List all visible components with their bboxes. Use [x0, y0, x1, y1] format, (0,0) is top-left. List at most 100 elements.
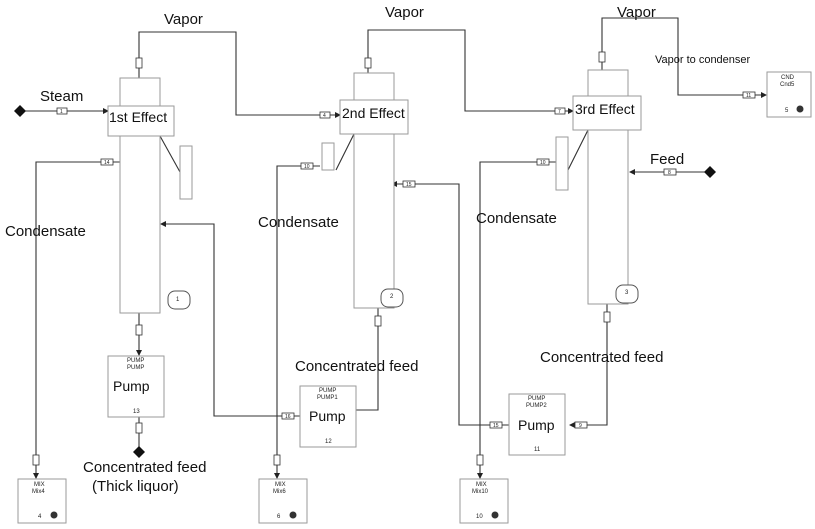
vapor-label-1: Vapor	[164, 11, 203, 28]
svg-text:PUMP1: PUMP1	[317, 395, 338, 401]
hx-connector-1	[159, 135, 181, 173]
heat-exchanger-3[interactable]	[555, 136, 569, 191]
svg-text:5: 5	[785, 108, 789, 114]
condenser-5[interactable]: CND Cnd5 5	[766, 71, 812, 118]
svg-text:MIX: MIX	[34, 482, 45, 488]
svg-text:Mix6: Mix6	[273, 489, 286, 495]
product-sink-diamond-icon[interactable]	[133, 446, 145, 458]
svg-text:PUMP: PUMP	[127, 365, 144, 371]
condensate-label-2: Condensate	[258, 214, 339, 231]
stream-tag-feed[interactable]: 8	[663, 168, 677, 176]
stream-tag-vertical[interactable]	[364, 57, 372, 69]
stream-tag-vertical[interactable]	[32, 454, 40, 466]
svg-text:11: 11	[534, 447, 541, 453]
svg-text:12: 12	[325, 439, 332, 445]
mixer-4[interactable]: MIX Mix4 4	[17, 478, 67, 524]
stream-tag-vertical[interactable]	[273, 454, 281, 466]
svg-text:6: 6	[277, 514, 281, 520]
svg-text:7: 7	[558, 109, 561, 115]
effect-3-label: 3rd Effect	[575, 101, 635, 117]
stream-tag-vapor-2[interactable]: 7	[554, 107, 566, 115]
effect-2[interactable]: 2nd Effect 2	[321, 72, 409, 309]
svg-text:9: 9	[579, 423, 582, 429]
pump-11[interactable]: PUMP PUMP2 Pump 11	[508, 393, 566, 456]
feed-source-diamond-icon[interactable]	[704, 166, 716, 178]
liquid-line-2-1[interactable]	[160, 221, 300, 417]
stream-tag-vapor-out[interactable]: 11	[742, 91, 756, 99]
vapor-to-condenser-label: Vapor to condenser	[655, 54, 751, 66]
svg-text:4: 4	[38, 514, 42, 520]
pump-12[interactable]: PUMP PUMP1 Pump 12	[299, 385, 357, 448]
svg-text:CND: CND	[781, 75, 795, 81]
stream-tag-vertical[interactable]	[598, 51, 606, 63]
condensate-line-1[interactable]	[33, 161, 120, 479]
stream-tag-liquid-3-2-b[interactable]: 15	[489, 421, 503, 429]
svg-text:Mix10: Mix10	[472, 489, 489, 495]
condensate-line-3[interactable]	[477, 161, 556, 479]
stream-tag-condensate-2[interactable]: 10	[300, 162, 314, 170]
stream-tag-vertical[interactable]	[135, 57, 143, 69]
svg-text:13: 13	[133, 409, 140, 415]
svg-text:15: 15	[493, 423, 499, 429]
effect-1-label: 1st Effect	[109, 109, 167, 125]
svg-text:11: 11	[746, 93, 751, 99]
svg-text:15: 15	[406, 182, 412, 188]
liquid-line-3-2[interactable]	[391, 181, 510, 426]
svg-text:10: 10	[304, 164, 310, 170]
svg-text:2: 2	[390, 294, 394, 300]
svg-text:PUMP2: PUMP2	[526, 403, 547, 409]
effect-1[interactable]: 1st Effect 1	[107, 77, 193, 314]
hx-connector-2	[335, 133, 355, 171]
svg-text:PUMP: PUMP	[528, 396, 545, 402]
hx-connector-3	[567, 129, 589, 171]
svg-text:PUMP: PUMP	[319, 388, 336, 394]
svg-text:10: 10	[476, 514, 483, 520]
svg-text:16: 16	[285, 414, 291, 420]
mixer-status-dot	[50, 511, 58, 519]
svg-text:MIX: MIX	[275, 482, 286, 488]
heat-exchanger-2[interactable]	[321, 142, 335, 171]
svg-text:1: 1	[176, 297, 180, 303]
mixer-6[interactable]: MIX Mix6 6	[258, 478, 308, 524]
condensate-label-3: Condensate	[476, 210, 557, 227]
stream-tag-liquid-3-2[interactable]: 15	[402, 180, 416, 188]
mixer-status-dot	[491, 511, 499, 519]
steam-label: Steam	[40, 88, 83, 105]
stream-tag-vertical[interactable]	[476, 454, 484, 466]
svg-text:Pump: Pump	[309, 408, 346, 424]
stream-tag-steam[interactable]: 1	[56, 107, 68, 115]
svg-text:3: 3	[625, 290, 629, 296]
effect-3-number-badge	[615, 284, 639, 304]
mixer-10[interactable]: MIX Mix10 10	[459, 478, 509, 524]
svg-text:4: 4	[323, 113, 326, 119]
svg-text:Pump: Pump	[518, 417, 555, 433]
svg-text:1: 1	[60, 109, 63, 115]
svg-text:PUMP: PUMP	[127, 358, 144, 364]
heat-exchanger-1[interactable]	[179, 145, 193, 200]
stream-tag-vapor-1[interactable]: 4	[319, 111, 331, 119]
vapor-line-1[interactable]	[138, 31, 341, 118]
svg-text:8: 8	[668, 170, 671, 176]
stream-tag-condensate-1[interactable]: 14	[100, 158, 114, 166]
bottoms-line-2[interactable]	[348, 308, 379, 413]
steam-source-diamond-icon[interactable]	[14, 105, 26, 117]
svg-text:MIX: MIX	[476, 482, 487, 488]
vapor-line-3[interactable]	[601, 17, 767, 98]
thick-liquor-label: (Thick liquor)	[92, 478, 179, 495]
pump-13[interactable]: PUMP PUMP Pump 13	[107, 355, 165, 418]
svg-text:Pump: Pump	[113, 378, 150, 394]
stream-tag-vertical[interactable]	[603, 311, 611, 323]
stream-tag-liquid-2-1[interactable]: 16	[281, 412, 295, 420]
stream-tag-pump2-out[interactable]: 9	[574, 421, 588, 429]
stream-tags: 1 4 7 11 8 14 10 10	[32, 51, 756, 466]
svg-text:10: 10	[540, 160, 546, 166]
stream-tag-condensate-3[interactable]: 10	[536, 158, 550, 166]
condenser-status-dot	[796, 105, 804, 113]
vapor-label-2: Vapor	[385, 4, 424, 21]
stream-tag-vertical[interactable]	[135, 324, 143, 336]
effect-3[interactable]: 3rd Effect 3	[555, 69, 642, 305]
vapor-line-2[interactable]	[367, 29, 574, 114]
stream-tag-vertical[interactable]	[135, 422, 143, 434]
stream-tag-vertical[interactable]	[374, 315, 382, 327]
